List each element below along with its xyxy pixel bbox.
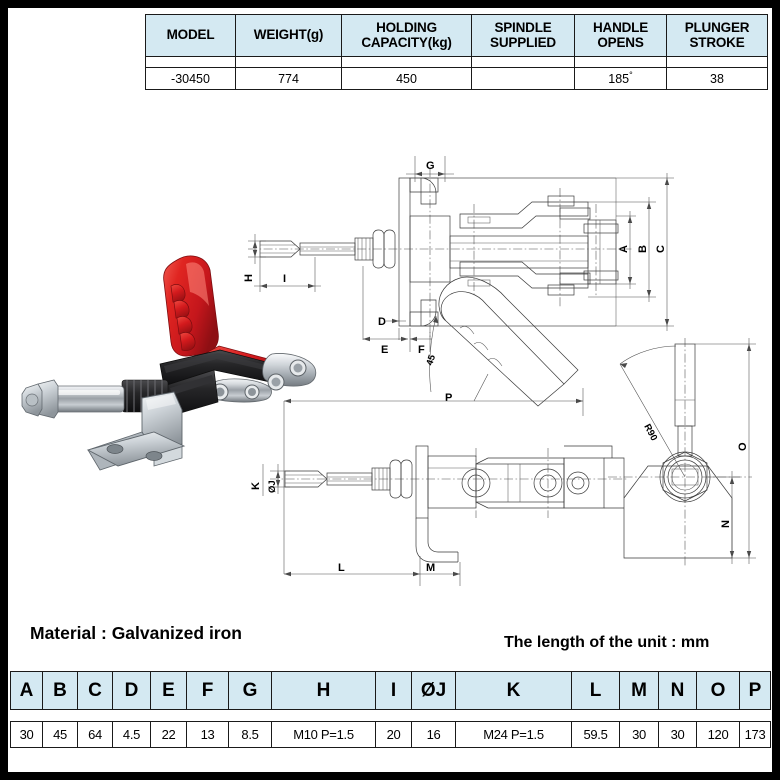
spec-value-plunger-stroke: 38 [666, 67, 768, 90]
spec-header-spindle-supplied: SPINDLE SUPPLIED [471, 14, 575, 57]
product-photo [14, 246, 334, 476]
dim-header-k: K [455, 671, 572, 710]
dim-label-d: D [378, 316, 386, 328]
dim-label-m: M [426, 562, 435, 574]
unit-note: The length of the unit : mm [504, 634, 710, 651]
spec-value-model: -30450 [145, 67, 236, 90]
spec-header-plunger-stroke: PLUNGER STROKE [666, 14, 768, 57]
dim-value-o: 120 [696, 721, 740, 748]
spec-value-weight: 774 [235, 67, 342, 90]
dimension-value-row: 30 45 64 4.5 22 13 8.5 M10 P=1.5 20 16 M… [10, 721, 771, 748]
spec-header-holding-capacity: HOLDING CAPACITY(kg) [341, 14, 472, 57]
dimension-table: A B C D E F G H I ØJ K L M N O P [10, 671, 771, 748]
spec-data-row: -30450 774 450 185° 38 [145, 67, 768, 90]
dim-label-45: 45 [424, 353, 438, 367]
dim-header-oj: ØJ [411, 671, 456, 710]
dim-value-f: 13 [186, 721, 229, 748]
dim-label-p: P [445, 392, 452, 404]
dimension-header-row: A B C D E F G H I ØJ K L M N O P [10, 671, 771, 710]
dim-label-a: A [618, 245, 630, 253]
dim-value-p: 173 [739, 721, 771, 748]
material-note: Material : Galvanized iron [30, 623, 242, 643]
dim-value-m: 30 [619, 721, 659, 748]
dim-header-l: L [571, 671, 620, 710]
dim-value-e: 22 [150, 721, 187, 748]
dim-label-l: L [338, 562, 345, 574]
dim-label-c: C [655, 245, 667, 253]
dim-header-m: M [619, 671, 659, 710]
dim-header-p: P [739, 671, 771, 710]
mounting-base [86, 391, 186, 471]
spec-value-handle-opens: 185° [574, 67, 667, 90]
dimension-spacer-row [10, 709, 771, 722]
spec-header-handle-opens: HANDLE OPENS [574, 14, 667, 57]
dim-label-g: G [426, 160, 435, 172]
dim-value-i: 20 [375, 721, 412, 748]
dim-value-l: 59.5 [571, 721, 620, 748]
spec-header-weight: WEIGHT(g) [235, 14, 342, 57]
dim-value-k: M24 P=1.5 [455, 721, 572, 748]
dim-header-e: E [150, 671, 187, 710]
dim-label-e: E [381, 344, 388, 356]
dim-label-n: N [720, 520, 732, 528]
dim-label-f: F [418, 344, 425, 356]
dim-header-o: O [696, 671, 740, 710]
spec-value-holding-capacity: 450 [341, 67, 472, 90]
plunger-rod [21, 379, 125, 419]
black-link-bar [159, 349, 275, 387]
dim-header-d: D [112, 671, 151, 710]
dim-label-o: O [737, 442, 749, 451]
front-view-drawing: R90 O N [604, 338, 756, 566]
dim-label-oj: ØJ [267, 480, 278, 493]
dim-header-n: N [658, 671, 697, 710]
degree-symbol: ° [629, 70, 633, 81]
dim-header-a: A [10, 671, 43, 710]
chrome-linkage [204, 353, 317, 403]
dim-label-k: K [250, 482, 262, 490]
dim-value-b: 45 [42, 721, 78, 748]
specification-table: MODEL WEIGHT(g) HOLDING CAPACITY(kg) SPI… [145, 14, 768, 90]
dim-label-r90: R90 [641, 422, 659, 443]
dim-value-h: M10 P=1.5 [271, 721, 376, 748]
spec-header-model: MODEL [145, 14, 236, 57]
dim-value-n: 30 [658, 721, 697, 748]
dim-header-g: G [228, 671, 272, 710]
dim-label-b: B [637, 245, 649, 253]
dim-value-d: 4.5 [112, 721, 151, 748]
dim-value-g: 8.5 [228, 721, 272, 748]
spec-header-row: MODEL WEIGHT(g) HOLDING CAPACITY(kg) SPI… [145, 14, 768, 57]
dim-header-i: I [375, 671, 412, 710]
spec-value-spindle-supplied [471, 67, 575, 90]
dim-header-f: F [186, 671, 229, 710]
sheet-content: MODEL WEIGHT(g) HOLDING CAPACITY(kg) SPI… [8, 8, 772, 772]
dim-value-oj: 16 [411, 721, 456, 748]
dim-value-a: 30 [10, 721, 43, 748]
dim-header-c: C [77, 671, 113, 710]
dimension-table-wrapper: A B C D E F G H I ØJ K L M N O P [10, 671, 771, 748]
dim-header-h: H [271, 671, 376, 710]
dim-value-c: 64 [77, 721, 113, 748]
spec-spacer-row [145, 56, 768, 68]
dim-header-b: B [42, 671, 78, 710]
